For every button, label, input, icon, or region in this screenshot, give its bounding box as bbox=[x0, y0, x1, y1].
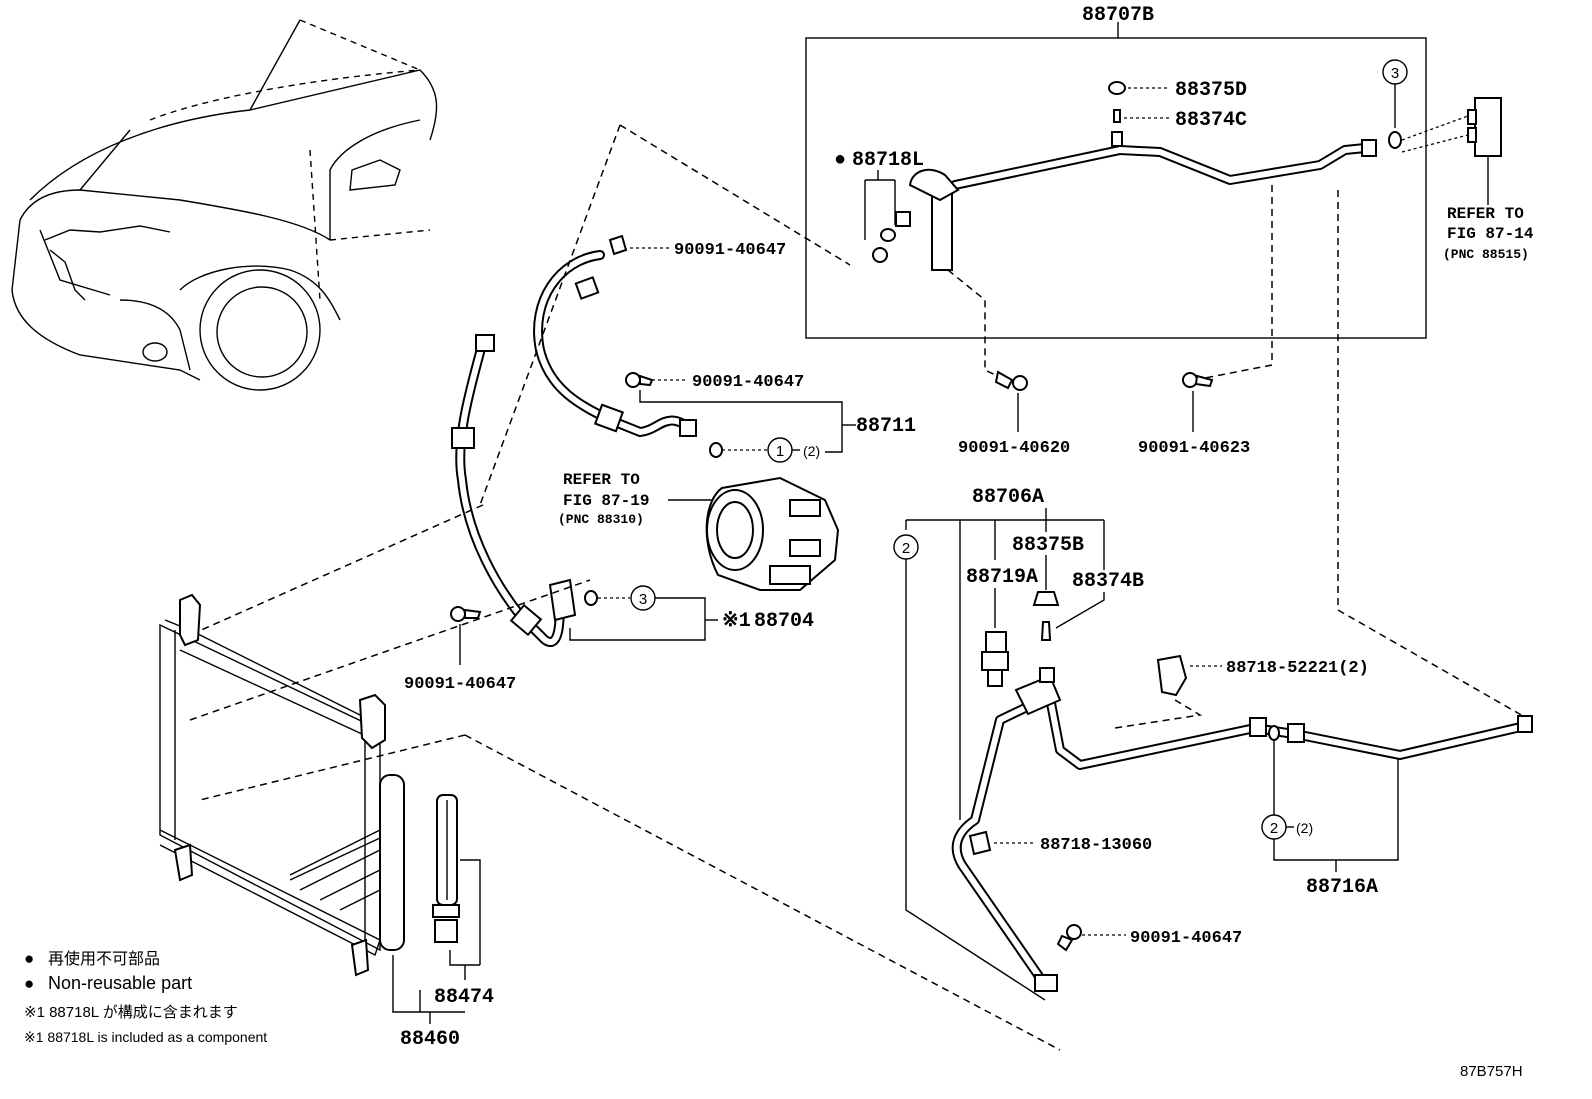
label-88707B: 88707B bbox=[1082, 4, 1154, 27]
legend-line-1: 再使用不可部品 bbox=[48, 950, 160, 968]
label-90091-40623: 90091-40623 bbox=[1138, 439, 1250, 458]
bolt-90091-40623 bbox=[1182, 372, 1214, 432]
refer-to-87-19-line3: (PNC 88310) bbox=[558, 512, 644, 527]
bolt-90091-40620 bbox=[994, 370, 1028, 432]
compressor bbox=[705, 476, 840, 591]
bolt-90091-40647-2 bbox=[625, 372, 654, 388]
valve-core-88374C bbox=[1113, 109, 1121, 123]
label-88375D: 88375D bbox=[1175, 79, 1247, 102]
label-88374C: 88374C bbox=[1175, 109, 1247, 132]
pipe-88707B bbox=[908, 81, 1377, 271]
svg-text:2: 2 bbox=[902, 540, 910, 557]
cap-88375B bbox=[1032, 591, 1060, 606]
label-88474: 88474 bbox=[434, 986, 494, 1009]
bolt-90091-40647-4 bbox=[1056, 924, 1082, 952]
legend-line-2: Non-reusable part bbox=[48, 973, 192, 993]
svg-text:2: 2 bbox=[1270, 820, 1278, 837]
bolt-90091-40647-3 bbox=[450, 606, 482, 665]
legend-mark-1: ● bbox=[24, 949, 34, 968]
label-88718L: 88718L bbox=[852, 149, 924, 172]
mark-88718L: ● bbox=[834, 149, 846, 172]
refer-to-87-14-line3: (PNC 88515) bbox=[1443, 247, 1529, 262]
legend: ● 再使用不可部品 ● Non-reusable part ※1 88718L … bbox=[24, 949, 267, 1045]
diagram-id: 87B757H bbox=[1460, 1063, 1523, 1080]
expansion-valve bbox=[1401, 97, 1502, 205]
legend-line-3: ※1 88718L が構成に含まれます bbox=[24, 1004, 238, 1021]
label-90091-40647-4: 90091-40647 bbox=[1130, 929, 1242, 948]
refer-to-87-14-line1: REFER TO bbox=[1447, 205, 1524, 223]
callout-circle-3-top: 3 bbox=[1382, 59, 1408, 149]
label-88711: 88711 bbox=[856, 415, 916, 438]
clamp-88718-13060 bbox=[968, 830, 992, 856]
filter-88474 bbox=[432, 794, 460, 943]
label-group-88718L: ● 88718L bbox=[834, 149, 924, 263]
o-ring-88718L bbox=[872, 247, 888, 263]
vehicle-outline bbox=[11, 19, 438, 391]
pipe-88706A bbox=[951, 667, 1533, 992]
label-88375B: 88375B bbox=[1012, 534, 1084, 557]
label-88374B: 88374B bbox=[1072, 570, 1144, 593]
refer-to-87-19-line2: FIG 87-19 bbox=[563, 492, 649, 510]
label-88706A: 88706A bbox=[972, 486, 1044, 509]
label-88704: 88704 bbox=[754, 610, 814, 633]
label-90091-40620: 90091-40620 bbox=[958, 439, 1070, 458]
assembly-88707B-box: 88707B bbox=[805, 4, 1427, 339]
legend-line-4: ※1 88718L is included as a component bbox=[24, 1029, 267, 1045]
legend-mark-2: ● bbox=[24, 974, 34, 993]
hose-88711 bbox=[533, 234, 697, 437]
receiver-drier bbox=[379, 774, 405, 951]
qty-circle-1: (2) bbox=[803, 443, 820, 459]
refer-to-87-19-line1: REFER TO bbox=[563, 471, 640, 489]
label-88719A: 88719A bbox=[966, 566, 1038, 589]
label-90091-40647-2: 90091-40647 bbox=[692, 373, 804, 392]
label-88718-52221: 88718-52221(2) bbox=[1226, 659, 1369, 678]
cap-88375D bbox=[1108, 81, 1126, 95]
condenser-88460 bbox=[159, 593, 405, 977]
valve-core-88374B bbox=[1040, 621, 1052, 641]
label-90091-40647-1: 90091-40647 bbox=[674, 241, 786, 260]
label-90091-40647-3: 90091-40647 bbox=[404, 675, 516, 694]
svg-text:3: 3 bbox=[1391, 65, 1399, 82]
pressure-switch-88719A bbox=[981, 631, 1009, 687]
label-88718-13060: 88718-13060 bbox=[1040, 836, 1152, 855]
mark-88704: ※1 bbox=[722, 610, 751, 633]
refer-to-87-14-line2: FIG 87-14 bbox=[1447, 225, 1534, 243]
svg-text:3: 3 bbox=[639, 591, 647, 608]
label-88716A: 88716A bbox=[1306, 876, 1378, 899]
hose-88704 bbox=[451, 334, 577, 647]
svg-text:1: 1 bbox=[776, 443, 784, 460]
qty-circle-2-right: (2) bbox=[1296, 820, 1313, 836]
label-88460: 88460 bbox=[400, 1028, 460, 1051]
clamp-88718-52221 bbox=[1156, 654, 1188, 697]
